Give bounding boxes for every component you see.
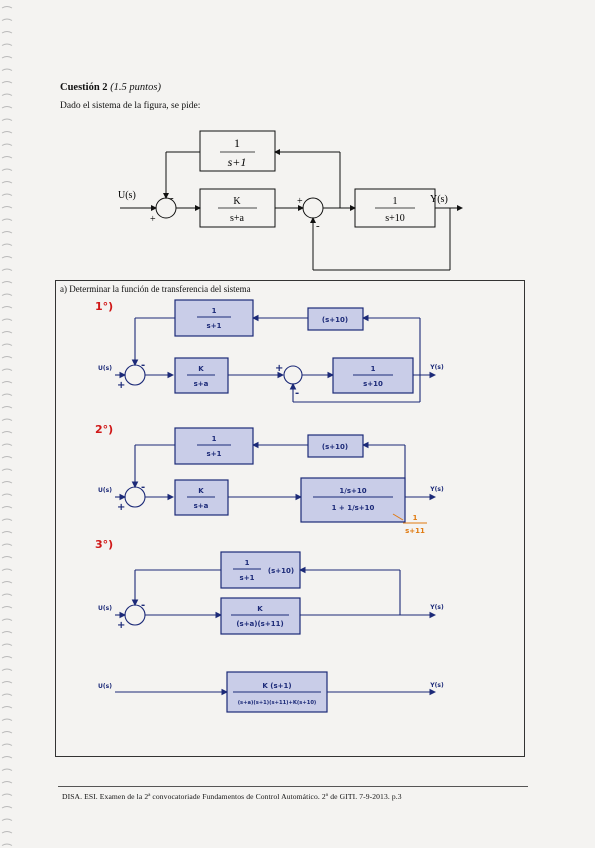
s4-total-num: K (s+1) bbox=[262, 682, 291, 690]
s1-plant-den: s+10 bbox=[363, 380, 383, 388]
handwritten-solution: 1 s+1 (s+10) K s+a 1 s+10 U(s) Y(s) 1 s+… bbox=[95, 299, 444, 713]
step1-tag: 1°) bbox=[95, 300, 113, 313]
s3-feedback-den: s+1 bbox=[240, 574, 255, 582]
svg-text:-: - bbox=[295, 388, 299, 399]
answer-box bbox=[55, 280, 525, 757]
top-input-label: U(s) bbox=[118, 190, 136, 201]
s1-feedback-den: s+1 bbox=[207, 322, 222, 330]
s2-output: Y(s) bbox=[429, 486, 444, 493]
svg-text:+: + bbox=[275, 363, 283, 374]
s1-forward-num: K bbox=[198, 365, 204, 373]
top-sign-minus-2: - bbox=[316, 220, 320, 232]
svg-text:+: + bbox=[117, 502, 125, 513]
top-output-label: Y(s) bbox=[430, 194, 448, 205]
s2-forward-num: K bbox=[198, 487, 204, 495]
s4-total-den: (s+a)(s+1)(s+11)+K(s+10) bbox=[238, 700, 317, 706]
top-plant-den: s+10 bbox=[385, 213, 405, 224]
s2-note-den: s+11 bbox=[405, 527, 425, 535]
top-forward-num: K bbox=[233, 196, 241, 207]
s3-input: U(s) bbox=[98, 605, 112, 612]
footer-text: DISA. ESI. Examen de la 2ª convocatoriad… bbox=[62, 792, 402, 801]
svg-text:+: + bbox=[117, 620, 125, 631]
step3-tag: 3°) bbox=[95, 538, 113, 551]
s1-output: Y(s) bbox=[429, 364, 444, 371]
top-sign-plus: + bbox=[150, 214, 156, 225]
s1-input: U(s) bbox=[98, 365, 112, 372]
svg-text:-: - bbox=[141, 600, 145, 611]
svg-text:+: + bbox=[117, 380, 125, 391]
top-sign-plus-2: + bbox=[297, 196, 303, 207]
s2-closed-num: 1/s+10 bbox=[339, 487, 366, 495]
top-feedback-num: 1 bbox=[234, 136, 240, 150]
spiral-binding bbox=[1, 6, 13, 846]
s1-plant-num: 1 bbox=[371, 365, 376, 373]
top-forward-den: s+a bbox=[230, 213, 245, 224]
s2-closed-den: 1 + 1/s+10 bbox=[332, 504, 375, 512]
svg-text:-: - bbox=[141, 360, 145, 371]
footer-rule bbox=[58, 786, 528, 787]
s3-output: Y(s) bbox=[429, 604, 444, 611]
top-block-diagram: U(s) Y(s) - + + - 1 s+1 K s+a 1 s+10 bbox=[118, 130, 463, 271]
top-plant-num: 1 bbox=[393, 196, 398, 207]
s2-forward-den: s+a bbox=[194, 502, 209, 510]
s1-feedback-num: 1 bbox=[212, 307, 217, 315]
s2-feedback-den: s+1 bbox=[207, 450, 222, 458]
s2-note-num: 1 bbox=[413, 514, 418, 522]
s4-output: Y(s) bbox=[429, 682, 444, 689]
s3-feedback-num: 1 bbox=[245, 559, 250, 567]
s3-forward-den: (s+a)(s+11) bbox=[236, 620, 283, 628]
s2-feedback-num: 1 bbox=[212, 435, 217, 443]
svg-text:-: - bbox=[141, 482, 145, 493]
s3-forward-num: K bbox=[257, 605, 263, 613]
s3-feedback-factor: (s+10) bbox=[268, 567, 294, 575]
s1-forward-den: s+a bbox=[194, 380, 209, 388]
s2-moved: (s+10) bbox=[322, 443, 348, 451]
s2-input: U(s) bbox=[98, 487, 112, 494]
s1-moved: (s+10) bbox=[322, 316, 348, 324]
part-a-label: a) Determinar la función de transferenci… bbox=[60, 284, 251, 294]
question-intro: Dado el sistema de la figura, se pide: bbox=[60, 101, 201, 111]
top-feedback-den: s+1 bbox=[228, 155, 247, 169]
question-title: Cuestión 2 (1.5 puntos) bbox=[60, 82, 161, 93]
s4-input: U(s) bbox=[98, 683, 112, 690]
step2-tag: 2°) bbox=[95, 423, 113, 436]
top-sign-minus: - bbox=[170, 192, 174, 204]
